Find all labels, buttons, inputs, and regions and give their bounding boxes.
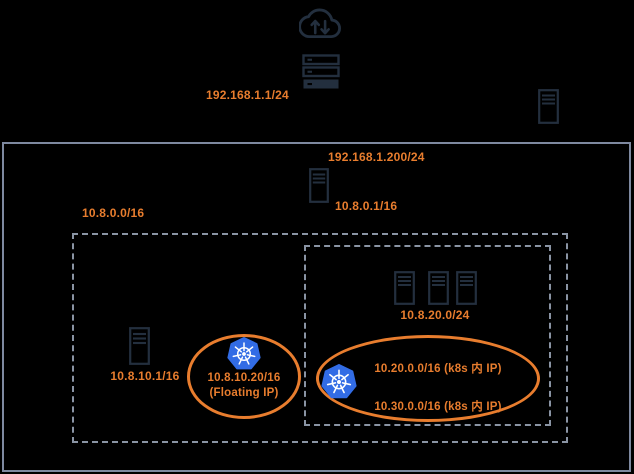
kubernetes-icon — [227, 337, 261, 371]
floating-ip-ellipse — [187, 334, 301, 419]
k8s-internal-ip-ellipse — [316, 335, 540, 422]
subnet-boundary — [72, 233, 568, 443]
cluster-nodes-cidr-label: 10.8.20.0/24 — [400, 308, 470, 322]
gateway-wan-ip-label: 192.168.1.200/24 — [328, 150, 425, 164]
cluster-node-icon-1 — [394, 271, 415, 305]
k8s-pod-cidr-label: 10.20.0.0/16 (k8s 内 IP) — [374, 363, 502, 375]
kubernetes-icon — [321, 364, 357, 400]
worker-node-icon — [129, 327, 150, 365]
cluster-node-icon-2 — [428, 271, 449, 305]
cluster-subnet-boundary — [304, 245, 551, 426]
floating-ip-line2: (Floating IP) — [209, 387, 279, 399]
gateway-lan-ip-label: 10.8.0.1/16 — [335, 199, 398, 213]
lan-boundary — [2, 142, 631, 472]
router-ip-label: 192.168.1.1/24 — [206, 88, 289, 102]
rack-server-stack-icon — [302, 54, 340, 90]
worker-node-ip-label: 10.8.10.1/16 — [110, 369, 180, 383]
floating-ip-line1: 10.8.10.20/16 — [207, 372, 281, 384]
k8s-service-cidr-label: 10.30.0.0/16 (k8s 内 IP) — [374, 401, 502, 413]
gateway-server-icon — [309, 168, 329, 203]
cluster-node-icon-3 — [456, 271, 477, 305]
external-host-icon — [538, 89, 559, 124]
internet-cloud-sync-icon — [299, 5, 341, 39]
subnet-cidr-label: 10.8.0.0/16 — [82, 206, 145, 220]
